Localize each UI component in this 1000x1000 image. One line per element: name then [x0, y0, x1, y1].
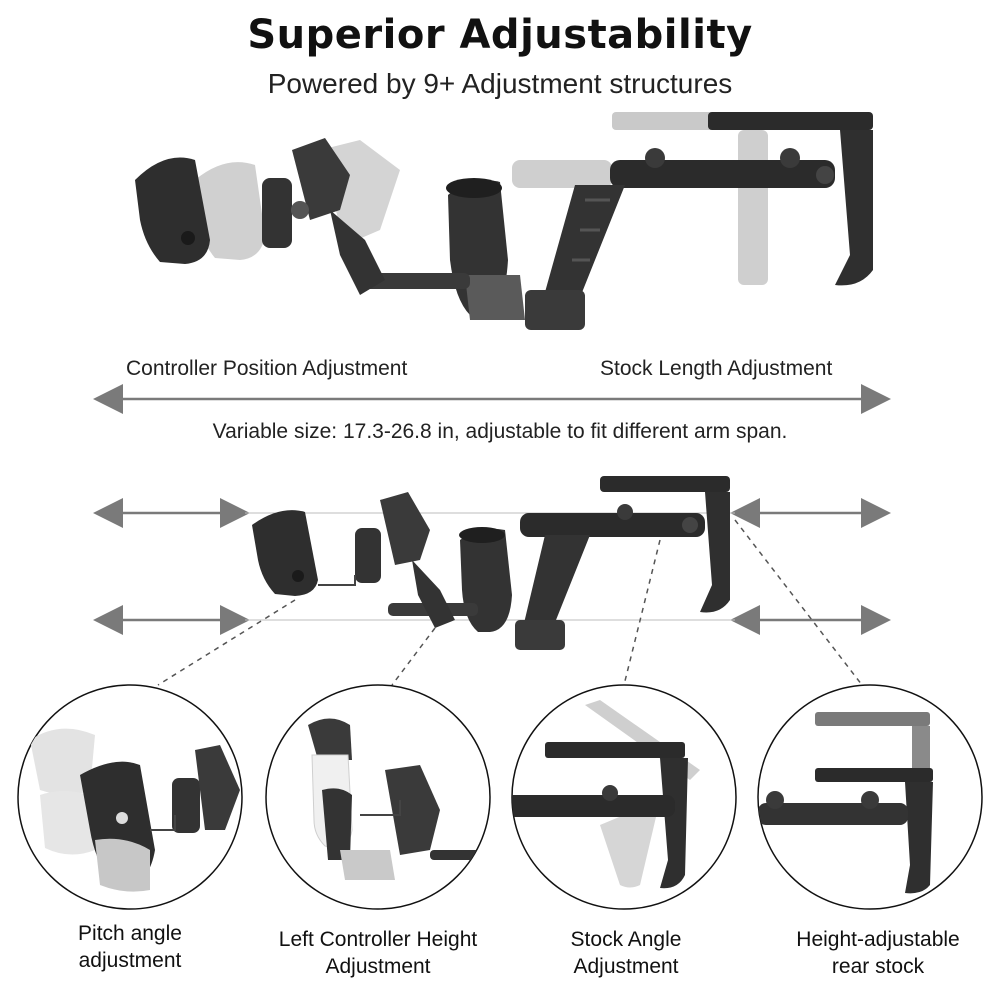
caption-rear-stock-line1: Height-adjustable	[796, 928, 960, 951]
caption-pitch-line2: adjustment	[78, 949, 182, 972]
caption-height-line2: Adjustment	[325, 955, 431, 978]
leader-lines	[157, 519, 863, 686]
size-note: Variable size: 17.3-26.8 in, adjustable …	[212, 420, 788, 443]
controller-position-label: Controller Position Adjustment	[126, 357, 408, 380]
caption-pitch: Pitch angle adjustment	[10, 920, 250, 974]
caption-pitch-line1: Pitch angle	[78, 922, 182, 945]
detail-circle-rear-stock	[757, 684, 983, 910]
detail-circle-stock-angle	[511, 684, 737, 910]
middle-product-view	[93, 476, 891, 650]
caption-stock-angle: Stock Angle Adjustment	[506, 926, 746, 980]
detail-circle-pitch	[17, 684, 243, 910]
detail-circle-height	[265, 684, 491, 910]
top-product-view	[135, 112, 873, 330]
caption-height-line1: Left Controller Height	[278, 928, 478, 951]
caption-height: Left Controller Height Adjustment	[258, 926, 498, 980]
caption-rear-stock: Height-adjustable rear stock	[758, 926, 998, 980]
caption-stock-angle-line1: Stock Angle	[570, 928, 682, 951]
stock-length-label: Stock Length Adjustment	[600, 357, 833, 380]
page-title: Superior Adjustability	[247, 12, 753, 58]
page-subtitle: Powered by 9+ Adjustment structures	[267, 68, 733, 99]
caption-stock-angle-line2: Adjustment	[573, 955, 679, 978]
caption-rear-stock-line2: rear stock	[831, 955, 925, 978]
